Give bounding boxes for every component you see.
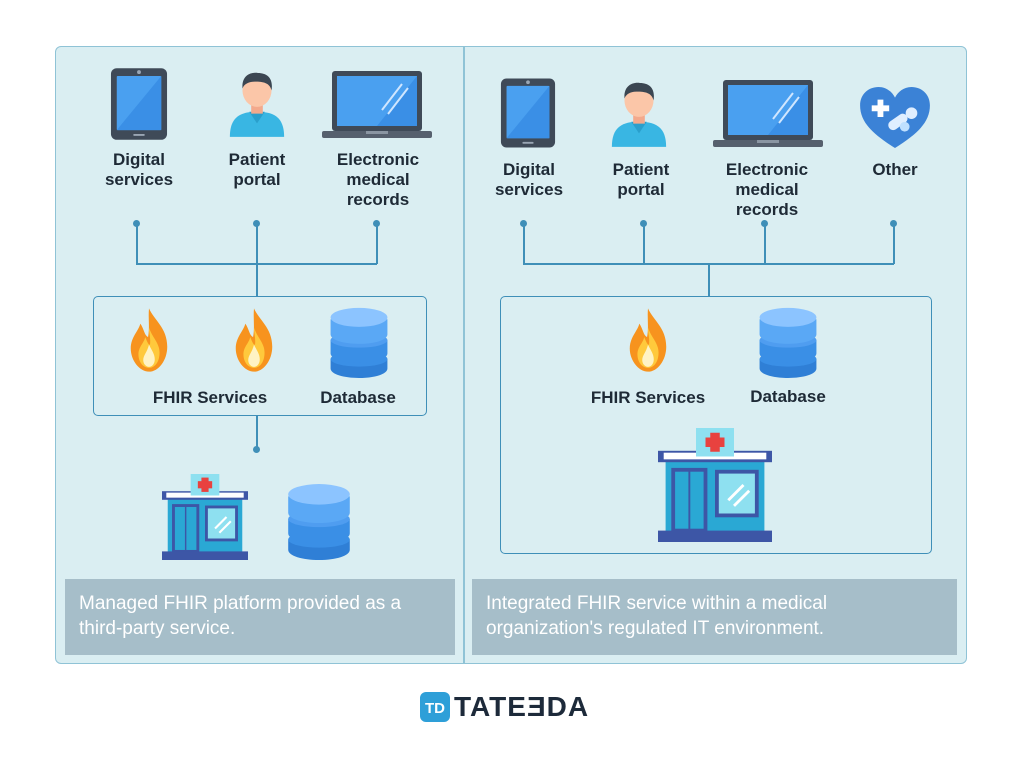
connector-dot: [253, 220, 260, 227]
connector-dot: [890, 220, 897, 227]
company-logo: TD TATEƎDA: [420, 691, 590, 722]
svg-text:TD: TD: [425, 700, 445, 717]
right-services-box: [500, 296, 932, 554]
patient-icon: [608, 76, 670, 148]
connector-dot: [133, 220, 140, 227]
flame-icon: [624, 306, 672, 374]
right-fhir-label: FHIR Services: [590, 388, 706, 407]
database-icon: [328, 306, 390, 378]
logo-wordmark: TATEƎDA: [454, 691, 590, 722]
hospital-icon: [658, 428, 772, 542]
connector-line: [376, 224, 378, 264]
connector-dot: [373, 220, 380, 227]
connector-line: [136, 263, 377, 265]
connector-line: [643, 224, 645, 264]
connector-line: [893, 224, 895, 264]
left-services-box: [93, 296, 427, 416]
left-database-label: Database: [320, 388, 396, 407]
heart-pills-icon: [858, 86, 932, 150]
connector-dot: [640, 220, 647, 227]
connector-dot: [253, 446, 260, 453]
connector-line: [256, 416, 258, 450]
left-fhir-label: FHIR Services: [152, 388, 268, 407]
patient-icon: [226, 66, 288, 138]
panel-divider: [463, 46, 465, 664]
flame-icon: [125, 306, 173, 374]
database-icon: [286, 482, 352, 560]
connector-line: [523, 224, 525, 264]
left-caption: Managed FHIR platform provided as a thir…: [65, 579, 455, 655]
tablet-icon: [500, 77, 556, 149]
connector-dot: [761, 220, 768, 227]
td-logo-mark-icon: TD: [420, 692, 450, 722]
connector-line: [708, 263, 710, 297]
right-source-label-other: Other: [872, 160, 918, 179]
right-source-label-digital: Digital services: [494, 160, 564, 199]
laptop-icon: [712, 79, 824, 149]
left-source-label-digital: Digital services: [104, 150, 174, 189]
right-caption: Integrated FHIR service within a medical…: [472, 579, 957, 655]
connector-line: [764, 224, 766, 264]
laptop-icon: [322, 70, 432, 140]
right-database-label: Database: [750, 387, 826, 406]
right-source-label-portal: Patient portal: [612, 160, 670, 199]
left-source-label-emr: Electronic medical records: [336, 150, 420, 209]
hospital-icon: [162, 474, 248, 560]
connector-dot: [520, 220, 527, 227]
right-source-label-emr: Electronic medical records: [725, 160, 809, 219]
left-source-label-portal: Patient portal: [228, 150, 286, 189]
connector-line: [256, 224, 258, 296]
database-icon: [757, 306, 819, 378]
tablet-icon: [110, 67, 168, 141]
flame-icon: [230, 306, 278, 374]
connector-line: [136, 224, 138, 264]
